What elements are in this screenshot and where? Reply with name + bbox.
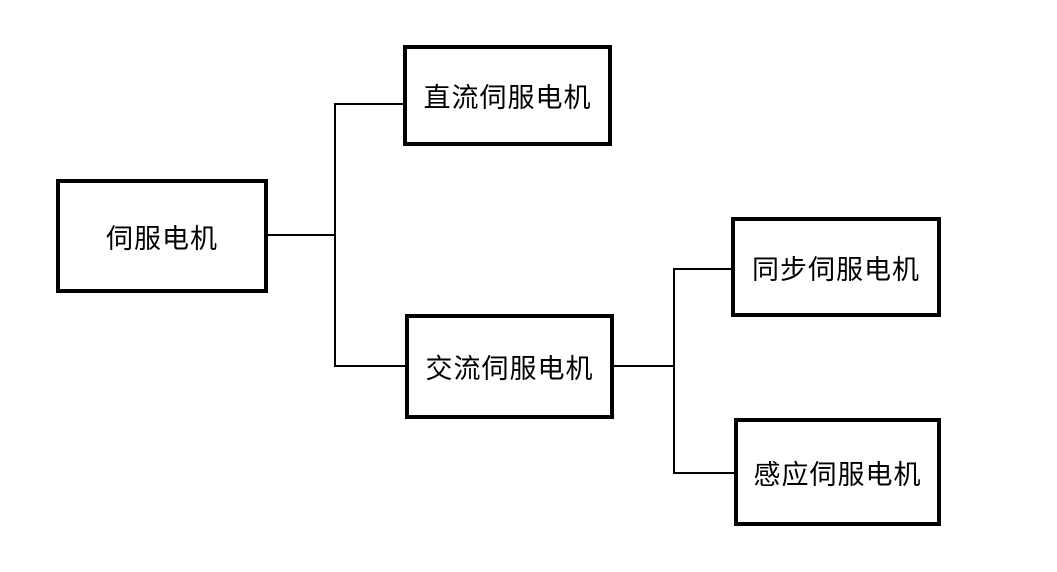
node-synchronous-servo-motor-label: 同步伺服电机 [752, 254, 920, 286]
connector-right-vertical [673, 268, 675, 474]
node-servo-motor-label: 伺服电机 [106, 223, 218, 255]
connector-to-sync-node [675, 268, 731, 270]
connector-to-dc-node [336, 103, 403, 105]
node-ac-servo-motor-label: 交流伺服电机 [425, 354, 594, 385]
connector-to-induction-node [675, 472, 734, 474]
node-synchronous-servo-motor: 同步伺服电机 [731, 217, 941, 317]
connector-root-to-branch [268, 234, 335, 236]
node-dc-servo-motor: 直流伺服电机 [403, 45, 612, 146]
node-dc-servo-motor-label: 直流伺服电机 [423, 83, 592, 114]
node-induction-servo-motor-label: 感应伺服电机 [753, 459, 922, 491]
node-ac-servo-motor: 交流伺服电机 [405, 314, 614, 419]
connector-ac-to-branch [614, 365, 674, 367]
connector-left-vertical [334, 103, 336, 367]
connector-to-ac-node [336, 365, 405, 367]
node-induction-servo-motor: 感应伺服电机 [734, 418, 941, 526]
node-servo-motor: 伺服电机 [56, 179, 268, 293]
